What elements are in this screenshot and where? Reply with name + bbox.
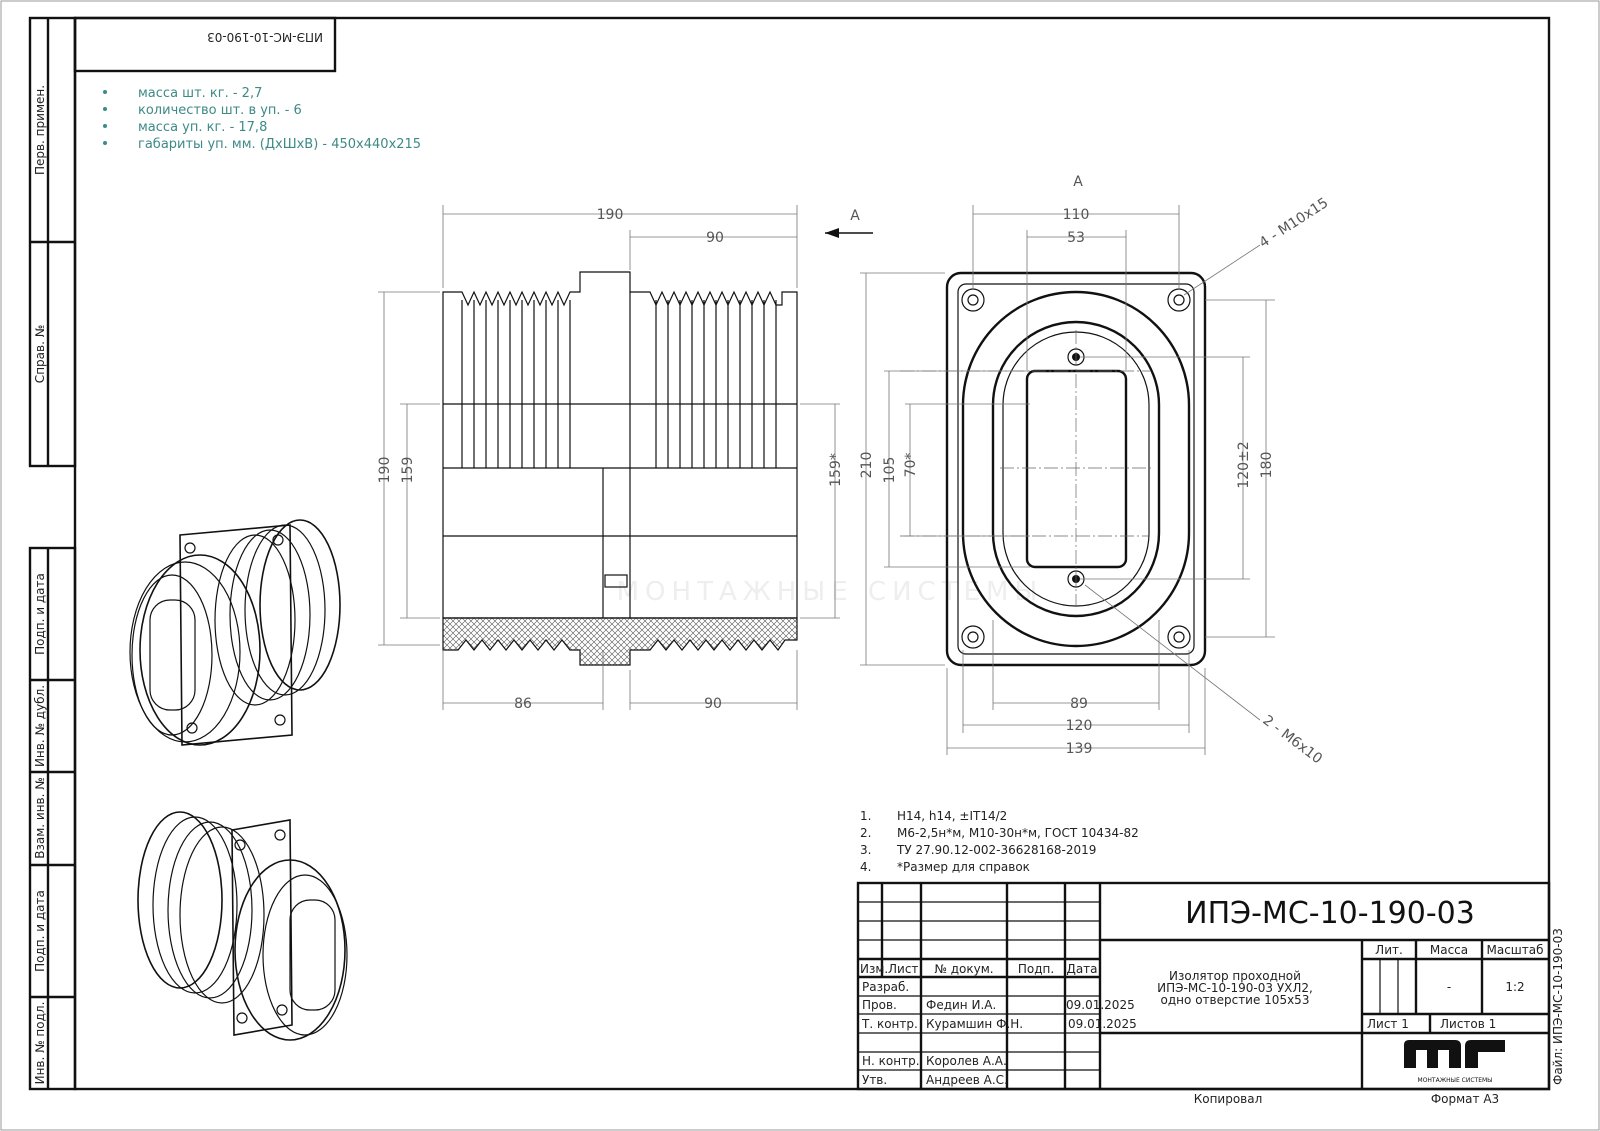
note-text: ТУ 27.90.12-002-36628168-2019	[896, 843, 1096, 857]
file-label: Файл: ИПЭ-МС-10-190-03	[1551, 928, 1565, 1085]
dim-label: 120±2	[1236, 441, 1252, 488]
svg-text:№ докум.: № докум.	[934, 962, 993, 976]
designation: ИПЭ-МС-10-190-03	[1185, 896, 1475, 931]
svg-text:Дата: Дата	[1066, 962, 1097, 976]
dim-label: 190	[377, 457, 393, 484]
notes: 1. H14, h14, ±IT14/2 2. M6-2,5н*м, M10-30н…	[860, 809, 1139, 874]
strip-label: Справ. №	[33, 325, 47, 383]
svg-text:Лист: Лист	[888, 962, 918, 976]
svg-text:Андреев А.С.: Андреев А.С.	[926, 1073, 1008, 1087]
svg-text:Масштаб: Масштаб	[1486, 943, 1543, 957]
strip-label: Взам. инв. №	[33, 777, 47, 858]
dim-label: 90	[704, 696, 722, 712]
svg-text:Федин И.А.: Федин И.А.	[926, 998, 996, 1012]
dim-label: 86	[514, 696, 532, 712]
info-line: количество шт. в уп. - 6	[138, 103, 302, 118]
svg-text:Листов 1: Листов 1	[1440, 1017, 1496, 1031]
dim-label: 110	[1063, 207, 1090, 223]
svg-text:МОНТАЖНЫЕ СИСТЕМЫ: МОНТАЖНЫЕ СИСТЕМЫ	[1418, 1077, 1493, 1084]
description-line: ИПЭ-МС-10-190-03 УХЛ2,	[1157, 981, 1313, 995]
top-stamp-box	[73, 16, 337, 73]
svg-text:Королев А.А.: Королев А.А.	[926, 1054, 1007, 1068]
title-block: ИПЭ-МС-10-190-03 Изм. Лист № докум. Подп…	[856, 881, 1565, 1106]
svg-text:Разраб.: Разраб.	[862, 980, 909, 994]
svg-text:3.: 3.	[860, 843, 871, 857]
svg-text:Курамшин Ф.Н.: Курамшин Ф.Н.	[926, 1017, 1023, 1031]
dim-label: 139	[1066, 741, 1093, 757]
svg-text:1.: 1.	[860, 809, 871, 823]
svg-text:Лист 1: Лист 1	[1367, 1017, 1409, 1031]
format-label: Формат А3	[1431, 1092, 1499, 1106]
svg-text:Масса: Масса	[1430, 943, 1468, 957]
dim-label: 70*	[903, 453, 919, 478]
front-view: A 110 53 210 105 70* 120±2 180 89 120 13…	[859, 174, 1331, 767]
svg-text:Подп.: Подп.	[1018, 962, 1054, 976]
note-text: H14, h14, ±IT14/2	[897, 809, 1007, 823]
svg-text:Пров.: Пров.	[862, 998, 897, 1012]
info-line: масса уп. кг. - 17,8	[138, 120, 267, 135]
svg-text:09.01.2025: 09.01.2025	[1068, 1017, 1137, 1031]
svg-text:Лит.: Лит.	[1375, 943, 1403, 957]
isometric-view-bottom	[137, 811, 348, 1041]
svg-text:Н. контр.: Н. контр.	[862, 1054, 920, 1068]
svg-text:Т. контр.: Т. контр.	[861, 1017, 918, 1031]
left-strip: Перв. примен. Справ. № Подп. и дата Инв.…	[28, 16, 77, 1091]
info-line: габариты уп. мм. (ДхШхВ) - 450х440х215	[138, 137, 421, 152]
strip-label: Инв. № дубл.	[33, 685, 47, 767]
dim-label: 90	[706, 230, 724, 246]
dim-label: 210	[859, 452, 875, 479]
dim-label: 159	[400, 457, 416, 484]
svg-text:4.: 4.	[860, 860, 871, 874]
dim-label: 120	[1066, 718, 1093, 734]
dim-label: 180	[1259, 452, 1275, 479]
svg-text:09.01.2025: 09.01.2025	[1066, 998, 1135, 1012]
svg-text:Утв.: Утв.	[862, 1073, 887, 1087]
package-info: масса шт. кг. - 2,7 количество шт. в уп.…	[103, 86, 421, 152]
view-arrow-label: A	[850, 208, 860, 224]
strip-label: Перв. примен.	[33, 85, 47, 175]
dim-label: 89	[1070, 696, 1088, 712]
strip-label: Подп. и дата	[33, 890, 47, 972]
svg-text:Изм.: Изм.	[860, 962, 888, 976]
info-line: масса шт. кг. - 2,7	[138, 86, 262, 101]
strip-label: Инв. № подл.	[33, 1002, 47, 1085]
mass-value: -	[1447, 980, 1451, 994]
description-line: Изолятор проходной	[1169, 969, 1301, 983]
front-view-title: A	[1073, 174, 1083, 190]
company-logo: МОНТАЖНЫЕ СИСТЕМЫ	[1404, 1040, 1505, 1084]
dim-label: 105	[882, 457, 898, 484]
watermark: МОНТАЖНЫЕ СИСТЕМЫ	[617, 577, 1044, 607]
copied-label: Копировал	[1194, 1092, 1263, 1106]
dim-label: 190	[597, 207, 624, 223]
side-view: 190 90 190 159 159* 86 90 A	[377, 205, 873, 712]
callout-label: 4 - M10x15	[1256, 195, 1331, 251]
dim-label: 159*	[828, 453, 844, 487]
svg-text:2.: 2.	[860, 826, 871, 840]
strip-label: Подп. и дата	[33, 573, 47, 655]
note-text: M6-2,5н*м, M10-30н*м, ГОСТ 10434-82	[897, 826, 1139, 840]
note-text: *Размер для справок	[897, 860, 1030, 874]
scale-value: 1:2	[1505, 980, 1524, 994]
top-stamp-text: ИПЭ-МС-10-190-03	[207, 30, 323, 44]
callout-label: 2 - M6x10	[1260, 712, 1325, 767]
dim-label: 53	[1067, 230, 1085, 246]
isometric-view-top	[129, 519, 341, 746]
description-line: одно отверстие 105х53	[1161, 993, 1310, 1007]
